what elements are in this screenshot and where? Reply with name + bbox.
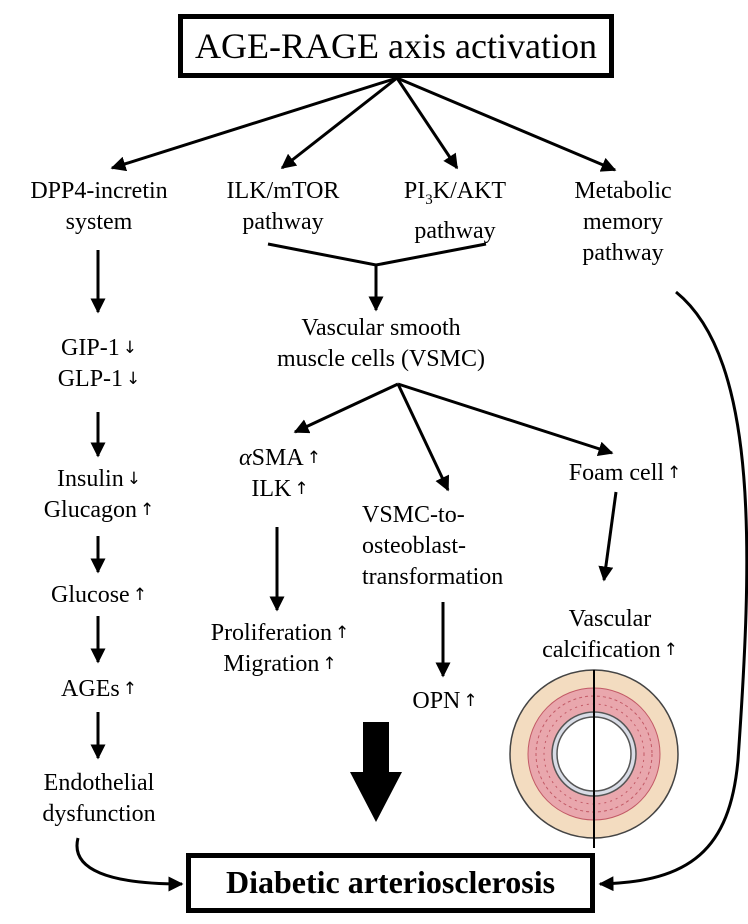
node-foam-cell: Foam cell↑ — [550, 458, 700, 489]
node-asma-ilk: αSMA↑ ILK↑ — [200, 443, 360, 505]
metabolic-line2: memory — [583, 209, 663, 235]
node-dpp4-incretin: DPP4-incretin system — [14, 176, 184, 238]
calcification-line2: calcification — [542, 637, 661, 663]
asma-label: SMA — [251, 445, 304, 471]
calcification-line1: Vascular — [568, 606, 652, 632]
merge-connector — [267, 242, 487, 267]
node-proliferation-migration: Proliferation↑ Migration↑ — [180, 618, 380, 680]
node-endothelial: Endothelial dysfunction — [14, 768, 184, 830]
endothelial-line1: Endothelial — [43, 770, 155, 796]
pi3k-line1: PI3K/AKT — [380, 176, 530, 216]
vsmc-line2: muscle cells (VSMC) — [277, 346, 485, 372]
node-opn: OPN↑ — [370, 686, 520, 717]
dpp4-line2: system — [65, 209, 133, 235]
node-vascular-calcification: Vascular calcification↑ — [520, 604, 700, 666]
glucagon-label: Glucagon — [43, 497, 138, 523]
arrow-to-dpp4 — [110, 76, 398, 172]
arrow-vsmc-to-foam — [397, 382, 614, 456]
glp-label: GLP-1 — [57, 366, 124, 392]
title-box: AGE-RAGE axis activation — [178, 14, 614, 78]
arrow-vsmc-to-asma — [293, 382, 399, 434]
metabolic-line3: pathway — [582, 240, 664, 266]
transformation-line1: VSMC-to- — [362, 502, 465, 528]
arrow-to-metabolic — [396, 76, 617, 172]
up-arrow-icon: ↑ — [322, 654, 337, 674]
migration-label: Migration — [223, 651, 320, 677]
down-arrow-icon: ↓ — [122, 338, 137, 358]
up-arrow-icon: ↑ — [294, 479, 309, 499]
alpha-symbol: α — [239, 445, 252, 471]
node-metabolic-memory: Metabolic memory pathway — [548, 176, 698, 269]
ages-label: AGEs — [61, 676, 120, 702]
node-ilk-mtor: ILK/mTOR pathway — [208, 176, 358, 238]
node-vsmc-osteoblast: VSMC-to- osteoblast- transformation — [350, 500, 562, 593]
outcome-text: Diabetic arteriosclerosis — [225, 864, 556, 900]
up-arrow-icon: ↑ — [667, 463, 682, 483]
pi3k-line2: pathway — [414, 217, 496, 244]
node-insulin-glucagon: Insulin↓ Glucagon↑ — [14, 464, 184, 526]
outcome-box: Diabetic arteriosclerosis — [186, 853, 595, 913]
ilk-mtor-line1: ILK/mTOR — [226, 178, 340, 204]
node-gip-glp: GIP-1↓ GLP-1↓ — [14, 333, 184, 395]
node-glucose: Glucose↑ — [14, 580, 184, 611]
transformation-line2: osteoblast- — [362, 533, 466, 559]
arrow-to-ilk-mtor — [280, 76, 398, 170]
node-pi3k-akt: PI3K/AKT pathway — [380, 176, 530, 247]
pi3k-sub: 3 — [425, 191, 433, 208]
title-text: AGE-RAGE axis activation — [195, 26, 597, 66]
foam-label: Foam cell — [568, 460, 665, 486]
up-arrow-icon: ↑ — [132, 585, 147, 605]
vessel-cross-section — [509, 669, 679, 848]
block-arrow — [350, 722, 402, 822]
arrow-endothelial-to-outcome — [75, 837, 184, 892]
node-ages: AGEs↑ — [14, 674, 184, 705]
down-arrow-icon: ↓ — [126, 369, 141, 389]
insulin-label: Insulin — [57, 466, 124, 492]
opn-label: OPN — [412, 688, 461, 714]
up-arrow-icon: ↑ — [306, 448, 321, 468]
vsmc-line1: Vascular smooth — [301, 315, 461, 341]
ilk-mtor-line2: pathway — [242, 209, 324, 235]
down-arrow-icon: ↓ — [126, 469, 141, 489]
up-arrow-icon: ↑ — [140, 500, 155, 520]
dpp4-line1: DPP4-incretin — [30, 178, 168, 204]
proliferation-label: Proliferation — [210, 620, 333, 646]
ilk-label: ILK — [251, 476, 292, 502]
up-arrow-icon: ↑ — [122, 679, 137, 699]
gip-label: GIP-1 — [61, 335, 120, 361]
transformation-line3: transformation — [362, 564, 504, 590]
up-arrow-icon: ↑ — [335, 623, 350, 643]
arrow-vsmc-to-transformation — [396, 383, 450, 492]
node-vsmc: Vascular smooth muscle cells (VSMC) — [236, 313, 526, 375]
up-arrow-icon: ↑ — [663, 640, 678, 660]
arrow-metabolic-to-outcome — [598, 290, 748, 892]
arrow-to-pi3k — [395, 77, 459, 170]
glucose-label: Glucose — [51, 582, 130, 608]
arrow-foam-to-calcification — [598, 491, 618, 582]
pi3k-pre: PI — [403, 178, 426, 204]
metabolic-line1: Metabolic — [574, 178, 672, 204]
up-arrow-icon: ↑ — [463, 691, 478, 711]
endothelial-line2: dysfunction — [42, 801, 156, 827]
pi3k-post: K/AKT — [432, 178, 507, 204]
